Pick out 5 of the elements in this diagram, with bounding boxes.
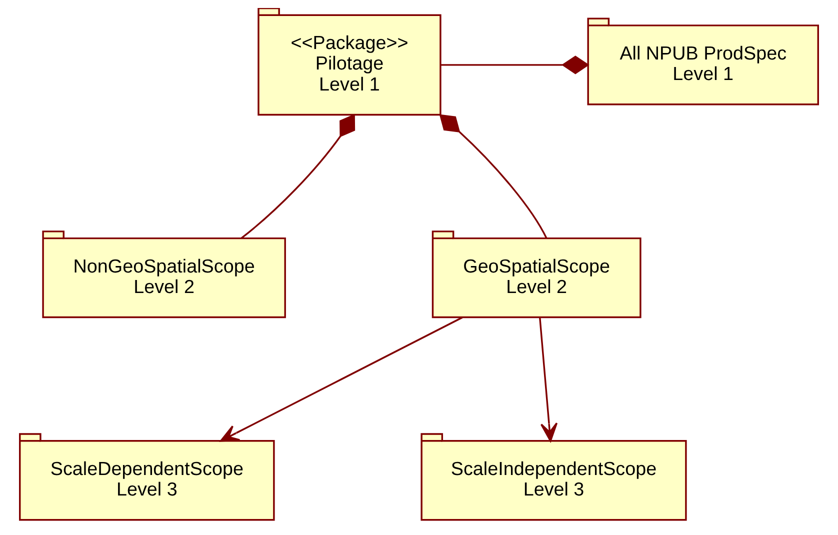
connector [240,114,356,239]
arrow [539,317,558,442]
arrow [220,316,463,442]
connector [440,56,590,74]
connector [439,114,548,239]
